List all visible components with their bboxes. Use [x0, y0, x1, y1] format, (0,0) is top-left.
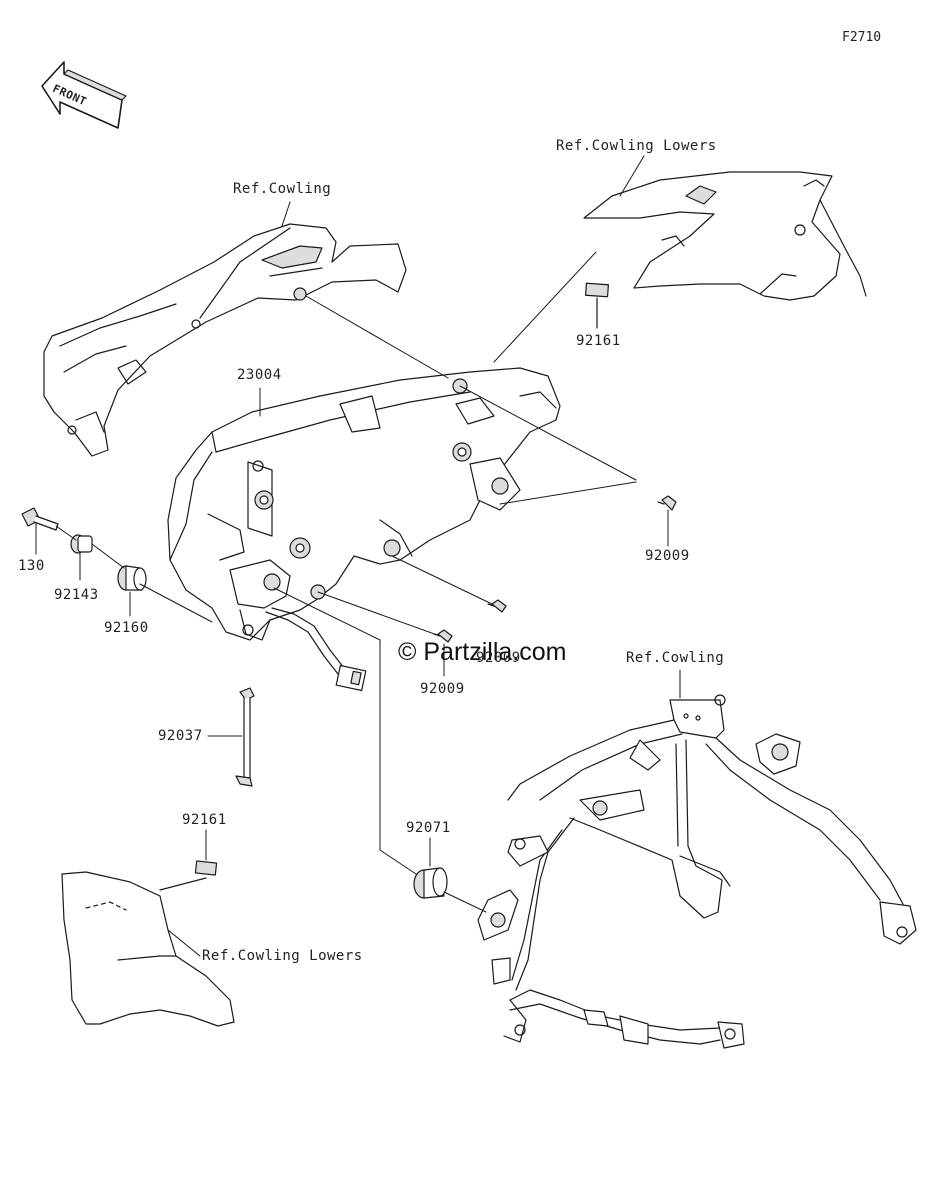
cowling-stay-frame-shape [477, 694, 917, 1049]
part-label-92009-right: 92009 [645, 548, 690, 564]
grommet-92071-shape [413, 867, 448, 899]
band-92037-shape [235, 687, 255, 787]
part-label-92161-bottom: 92161 [182, 812, 227, 828]
part-label-130: 130 [18, 558, 45, 574]
watermark: © Partzilla.com [398, 638, 567, 666]
figure-id: F2710 [842, 30, 882, 45]
cowling-lower-right-shape [583, 171, 867, 301]
part-label-92037: 92037 [158, 728, 203, 744]
ref-cowling-lowers-bottom-label: Ref.Cowling Lowers [202, 948, 363, 964]
part-label-92009-low: 92009 [420, 681, 465, 697]
cowling-lower-left-shape [61, 871, 235, 1027]
leader-lines [35, 155, 681, 957]
screw-92009-mid-shape [487, 599, 507, 613]
screw-92009-right-shape [657, 495, 677, 511]
ref-cowling-top-label: Ref.Cowling [233, 181, 332, 197]
wire-harness-shape [265, 607, 367, 692]
upper-cowling-shape [43, 223, 407, 457]
collar-92143-shape [70, 534, 93, 554]
ref-cowling-frame-label: Ref.Cowling [626, 650, 725, 666]
part-label-92009-mid: 92009 [476, 650, 521, 666]
part-label-92161-top: 92161 [576, 333, 621, 349]
front-arrow-icon [41, 61, 127, 129]
ref-cowling-lowers-top-label: Ref.Cowling Lowers [556, 138, 717, 154]
part-label-92071: 92071 [406, 820, 451, 836]
bolt-130-shape [21, 507, 59, 531]
part-label-23004: 23004 [237, 367, 282, 383]
part-label-92160: 92160 [104, 620, 149, 636]
grommet-92160-shape [117, 565, 147, 591]
part-92161-top-pad [585, 282, 609, 298]
part-92161-bottom-pad [194, 860, 218, 876]
part-label-92143: 92143 [54, 587, 99, 603]
headlight-assembly-shape [167, 367, 561, 641]
